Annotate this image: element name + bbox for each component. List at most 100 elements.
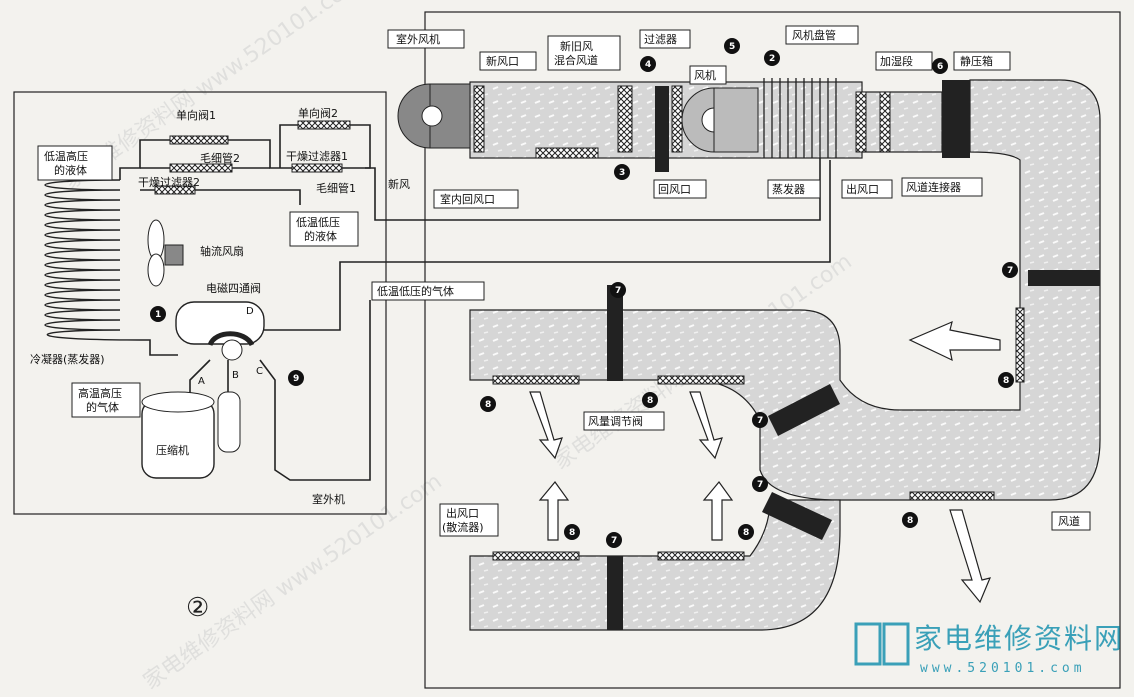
mixed-duct-box — [547, 35, 621, 71]
return-air-label: 回风口 — [658, 183, 691, 196]
marker-4: 4 — [645, 60, 651, 70]
dryer-filter-1-label: 干燥过滤器1 — [286, 150, 348, 163]
marker-8f: 8 — [907, 516, 913, 526]
marker-8b: 8 — [647, 396, 653, 406]
humidifier-element — [855, 91, 867, 153]
capillary-1-label: 毛细管1 — [316, 181, 356, 195]
evaporator-box — [767, 179, 821, 199]
fan-box — [689, 65, 727, 85]
axial-fan-label: 轴流风扇 — [200, 244, 244, 258]
axial-fan-icon — [147, 219, 184, 287]
number-markers: 1 2 3 4 5 6 7 7 7 7 7 8 8 8 8 8 8 9 — [150, 38, 1018, 548]
indoor-system-frame — [424, 11, 1121, 689]
marker-8d: 8 — [569, 528, 575, 538]
filter-box — [639, 29, 691, 49]
marker-3: 3 — [619, 168, 625, 178]
fan-coil-box — [785, 25, 859, 45]
diffuser-4 — [657, 551, 745, 561]
air-outlet-box — [841, 179, 893, 199]
dryer-filter-1-body — [291, 163, 343, 173]
marker-8c: 8 — [1003, 376, 1009, 386]
damper-top — [607, 285, 623, 381]
brand-logo: 家电维修资料网 www.520101.com — [854, 622, 1124, 676]
port-d-label: D — [246, 306, 254, 317]
marker-7b: 7 — [1007, 266, 1013, 276]
port-a-label: A — [198, 376, 205, 387]
fan-label: 风机 — [694, 68, 716, 82]
solenoid-valve-label: 电磁四通阀 — [206, 281, 261, 295]
outdoor-fan-label: 室外风机 — [396, 32, 440, 46]
duct-label: 风道 — [1058, 514, 1080, 528]
humidifier-label: 加湿段 — [880, 54, 913, 68]
condenser-coil — [44, 179, 141, 341]
outdoor-fan-icon — [397, 83, 471, 149]
four-way-valve-icon — [175, 301, 265, 361]
marker-8e: 8 — [743, 528, 749, 538]
filter-block — [655, 86, 669, 172]
lthp-liquid-label-1: 低温高压 — [44, 149, 88, 163]
marker-6: 6 — [937, 62, 943, 72]
indoor-return-label: 室内回风口 — [440, 192, 495, 206]
outlet-diffuser-label-2: (散流器) — [442, 520, 484, 534]
marker-5: 5 — [729, 42, 735, 52]
hthp-gas-label-2: 的气体 — [86, 400, 119, 414]
fresh-air-label: 新风 — [388, 177, 410, 191]
outdoor-unit-frame — [13, 91, 387, 515]
airflow-arrows — [529, 320, 1001, 604]
fresh-air-inlet-box — [479, 51, 537, 71]
compressor-label: 压缩机 — [156, 443, 189, 457]
indoor-return-box — [433, 189, 519, 209]
marker-7c: 7 — [757, 416, 763, 426]
indoor-return-grille — [535, 147, 599, 159]
ltlp-gas-box — [371, 281, 485, 301]
damper-label: 风量调节阀 — [588, 414, 643, 428]
check-valve-2-body — [297, 120, 351, 130]
plenum-box — [942, 80, 970, 158]
port-b-label: B — [232, 370, 239, 381]
check-valve-1-body — [169, 135, 229, 145]
lower-duct — [469, 499, 841, 631]
marker-7a: 7 — [615, 286, 621, 296]
plenum-label-box — [953, 51, 1011, 71]
figure-number: ② — [186, 593, 209, 623]
hthp-gas-box — [71, 382, 141, 418]
humidifier-box — [875, 51, 933, 71]
plenum-label: 静压箱 — [960, 54, 993, 68]
marker-2: 2 — [769, 54, 775, 64]
return-air-box — [653, 179, 707, 199]
watermark-3: 家电维修资料网 www.520101.com — [139, 469, 447, 695]
return-filter — [671, 85, 683, 153]
outlet-diffuser-box — [439, 503, 499, 537]
marker-7d: 7 — [757, 480, 763, 490]
compressor-icon — [141, 391, 241, 479]
outdoor-unit-label: 室外机 — [312, 492, 345, 506]
diffuser-1 — [492, 375, 580, 385]
check-valve-2-label: 单向阀2 — [298, 106, 338, 120]
diffuser-2 — [657, 375, 745, 385]
book-icon — [854, 622, 910, 666]
marker-8a: 8 — [485, 400, 491, 410]
lthp-liquid-box — [37, 145, 113, 181]
damper-mid-2 — [762, 492, 832, 540]
mixed-duct-label-1: 新旧风 — [560, 39, 593, 53]
damper-mid-1 — [768, 384, 840, 436]
outlet-grille — [879, 91, 891, 153]
check-valve-1-label: 单向阀1 — [176, 108, 216, 122]
outdoor-fan-box — [387, 29, 465, 49]
fresh-air-filter — [473, 85, 485, 153]
mix-filter — [617, 85, 633, 153]
refrigerant-piping — [119, 110, 831, 481]
ltlp-liquid-label-1: 低温低压 — [296, 216, 340, 229]
fan-coil-label: 风机盘管 — [792, 28, 836, 42]
marker-1: 1 — [155, 310, 161, 320]
port-c-label: C — [256, 366, 263, 377]
brand-url: www.520101.com — [920, 661, 1086, 676]
air-outlet-label: 出风口 — [846, 182, 879, 196]
diffuser-5 — [1015, 307, 1025, 383]
evaporator-coil — [763, 78, 837, 158]
damper-label-box — [583, 411, 665, 431]
duct-connector-label: 风道连接器 — [906, 180, 961, 194]
brand-name: 家电维修资料网 — [914, 622, 1124, 655]
mixed-duct-label-2: 混合风道 — [554, 53, 598, 67]
